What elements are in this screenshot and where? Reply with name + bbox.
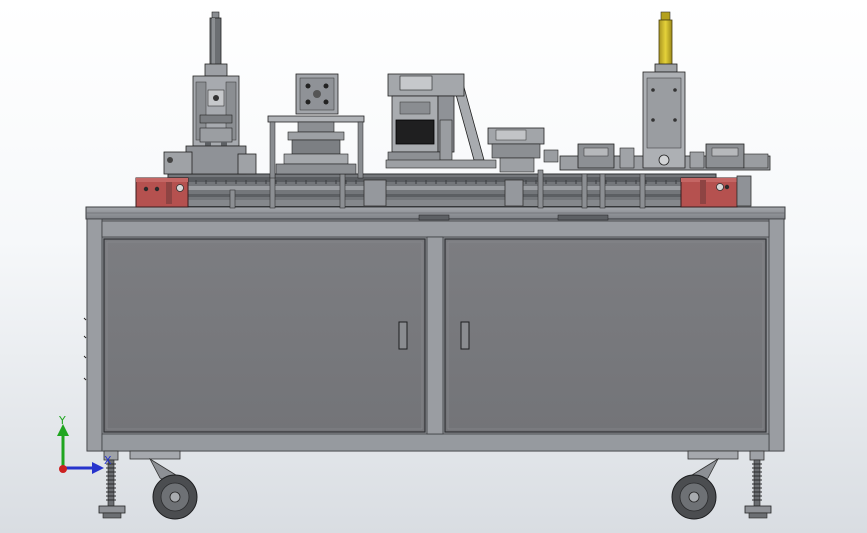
cabinet-door-left <box>103 238 426 433</box>
x-axis-arrowhead <box>92 462 104 474</box>
z-axis-dot <box>59 465 67 473</box>
coordinate-triad[interactable]: Y X <box>57 414 112 474</box>
station-table-press <box>267 73 365 179</box>
caster-wheel-right <box>671 450 739 520</box>
x-axis-label: X <box>104 454 112 467</box>
leveling-foot-right <box>744 450 772 519</box>
cabinet-door-right <box>444 238 767 433</box>
conveyor-end-cap-left <box>135 177 189 208</box>
caster-wheel-left <box>129 450 198 520</box>
station-gantry-actuator <box>385 73 497 169</box>
y-axis-label: Y <box>58 414 66 427</box>
station-gripper <box>487 127 559 173</box>
station-fixture-row-right <box>559 143 771 171</box>
station-press-cylinder-left <box>163 11 257 175</box>
station-press-cylinder-right <box>642 11 686 169</box>
conveyor-line <box>167 169 717 221</box>
y-axis-arrowhead <box>57 424 69 436</box>
leveling-foot-left <box>98 450 126 519</box>
conveyor-end-cap-right <box>680 175 752 208</box>
